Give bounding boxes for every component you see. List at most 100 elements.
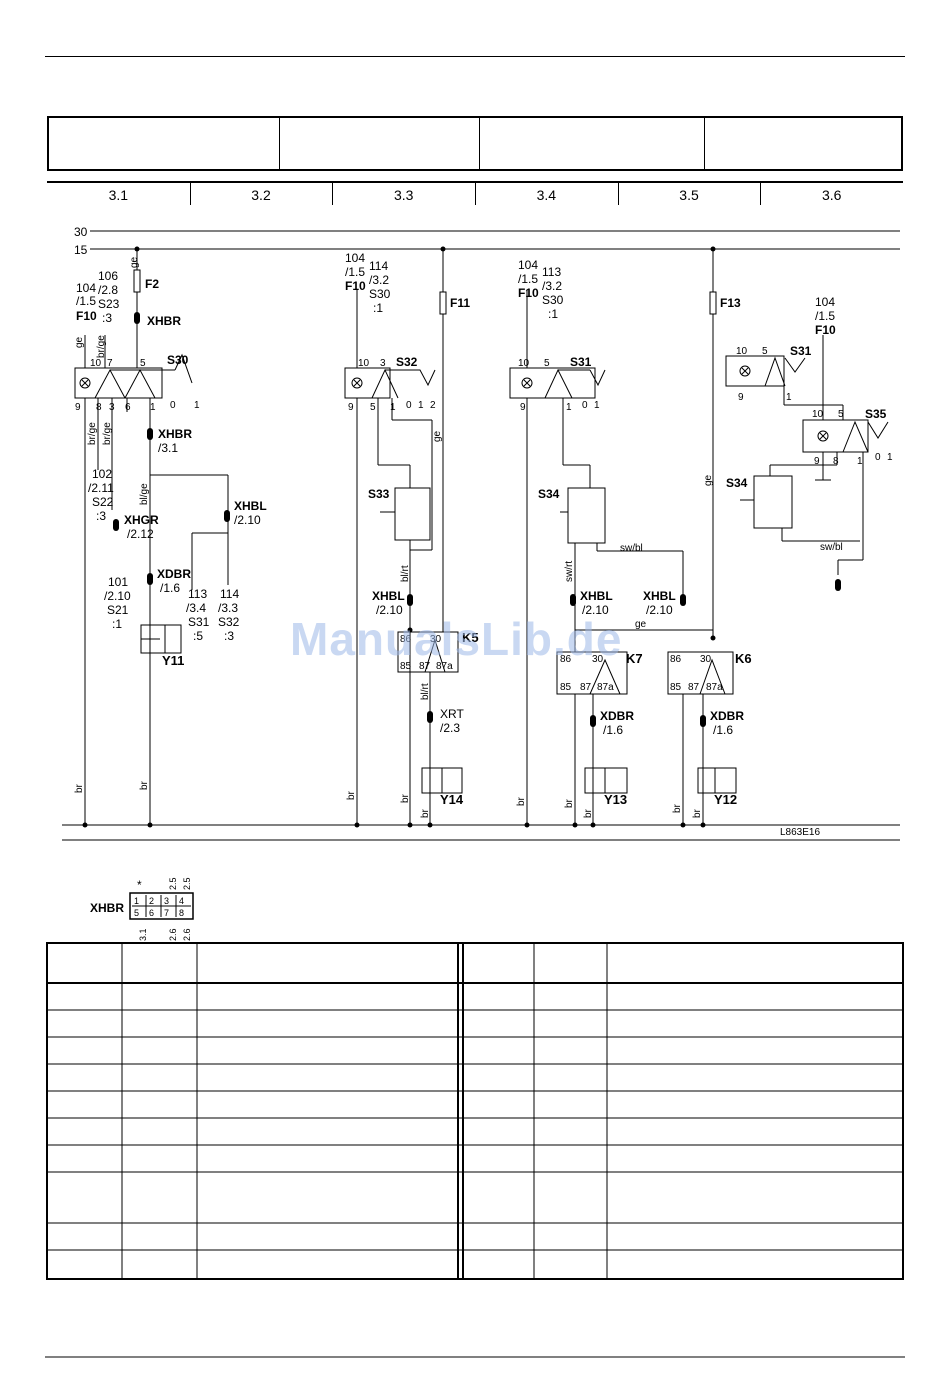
- wire-color-label: ge: [432, 430, 443, 442]
- switch-s33-label: S33: [368, 487, 390, 501]
- svg-text:2: 2: [149, 896, 154, 906]
- ref-label: S30: [369, 287, 391, 301]
- svg-text:8: 8: [179, 908, 184, 918]
- svg-text:87: 87: [580, 682, 592, 693]
- relay-k5-label: K5: [462, 630, 479, 645]
- svg-text:3.1: 3.1: [138, 928, 148, 941]
- ref-label: :3: [96, 509, 106, 523]
- svg-text:8: 8: [833, 456, 839, 467]
- switch-s31-label: S31: [570, 355, 592, 369]
- svg-text:1: 1: [566, 402, 572, 413]
- svg-text:1: 1: [134, 896, 139, 906]
- svg-text:9: 9: [520, 402, 526, 413]
- connector-label: XDBR: [157, 567, 191, 581]
- connector-label: XHBL: [643, 589, 676, 603]
- wire-color-label: br: [564, 798, 575, 808]
- switch-s32-label: S32: [396, 355, 418, 369]
- ref-label: 104: [345, 251, 365, 265]
- svg-text:87: 87: [419, 661, 431, 672]
- ref-label: :1: [373, 301, 383, 315]
- svg-text:4: 4: [179, 896, 184, 906]
- legend-table-grid: [46, 942, 904, 1280]
- wire-color-label: br: [346, 790, 357, 800]
- svg-text:1: 1: [786, 392, 792, 403]
- svg-text:1: 1: [887, 452, 893, 463]
- junction-dots: [82, 246, 716, 828]
- valve-y14-label: Y14: [440, 792, 464, 807]
- svg-text:85: 85: [670, 682, 682, 693]
- svg-text:8: 8: [96, 402, 102, 413]
- ref-label: 102: [92, 467, 112, 481]
- svg-text:6: 6: [149, 908, 154, 918]
- wire-color-label: sw/rt: [564, 561, 575, 582]
- column-number: 3.5: [617, 183, 761, 205]
- ref-label: :3: [224, 629, 234, 643]
- switch-s31-label: S31: [790, 344, 812, 358]
- svg-text:1: 1: [194, 400, 200, 411]
- connector-label: /2.10: [646, 603, 673, 617]
- switch-s34-label: S34: [538, 487, 560, 501]
- wire-color-label: br: [139, 780, 150, 790]
- ref-label: 106: [98, 269, 118, 283]
- drawing-code: L863E16: [780, 827, 820, 838]
- ref-label: :5: [193, 629, 203, 643]
- connector-label: /2.10: [376, 603, 403, 617]
- ref-label: S22: [92, 495, 114, 509]
- ref-label: /3.2: [369, 273, 389, 287]
- wire-color-label: sw/bl: [620, 543, 643, 554]
- title-cell: [49, 118, 280, 169]
- switch-s35-label: S35: [865, 407, 887, 421]
- wire-color-label: br: [672, 803, 683, 813]
- svg-text:0: 0: [582, 400, 588, 411]
- connector-label: /2.12: [127, 527, 154, 541]
- ref-label: 113: [188, 587, 207, 601]
- ref-label: /3.2: [542, 279, 562, 293]
- fuse-f13: F13: [720, 296, 741, 310]
- ref-label: F10: [815, 323, 836, 337]
- column-number: 3.1: [108, 187, 129, 203]
- wire-color-label: sw/bl: [820, 542, 843, 553]
- ref-label: F10: [345, 279, 366, 293]
- svg-text:85: 85: [400, 661, 412, 672]
- svg-text:9: 9: [814, 456, 820, 467]
- connector-label: XHBR: [147, 314, 181, 328]
- svg-text:87a: 87a: [706, 682, 723, 693]
- svg-text:2.6: 2.6: [182, 928, 192, 941]
- ref-label: /1.5: [345, 265, 365, 279]
- ref-label: 104: [518, 258, 538, 272]
- svg-text:5: 5: [544, 358, 550, 369]
- relay-k7-label: K7: [626, 651, 643, 666]
- wire-color-label: br: [692, 808, 703, 818]
- switch-s34-label: S34: [726, 476, 748, 490]
- connector-label: XHGR: [124, 513, 159, 527]
- svg-text:87: 87: [688, 682, 700, 693]
- ref-label: /2.11: [88, 481, 114, 495]
- ref-label: /3.3: [218, 601, 238, 615]
- ref-label: /1.5: [815, 309, 835, 323]
- top-rule: [45, 56, 905, 57]
- svg-text:30: 30: [430, 634, 442, 645]
- svg-text:5: 5: [134, 908, 139, 918]
- column-number: 3.6: [760, 183, 903, 205]
- relay-k6-label: K6: [735, 651, 752, 666]
- svg-text:3: 3: [164, 896, 169, 906]
- svg-text:XHBR: XHBR: [90, 901, 124, 915]
- connector-label: XRT: [440, 707, 464, 721]
- wire-color-label: bl/ge: [139, 483, 150, 505]
- connector-label: XDBR: [600, 709, 634, 723]
- connector-label: /2.3: [440, 721, 460, 735]
- connector-pins: [113, 312, 841, 727]
- svg-text:2.6: 2.6: [168, 928, 178, 941]
- ref-label: S32: [218, 615, 240, 629]
- connector-label: XHBL: [234, 499, 267, 513]
- connector-label: XHBL: [580, 589, 613, 603]
- ref-label: 114: [220, 587, 239, 601]
- connector-label: /3.1: [158, 441, 178, 455]
- ref-label: S23: [98, 297, 120, 311]
- svg-text:86: 86: [560, 654, 572, 665]
- svg-text:1: 1: [150, 402, 156, 413]
- column-number: 3.4: [475, 183, 618, 205]
- svg-text:0: 0: [170, 400, 176, 411]
- ref-label: 113: [542, 265, 561, 279]
